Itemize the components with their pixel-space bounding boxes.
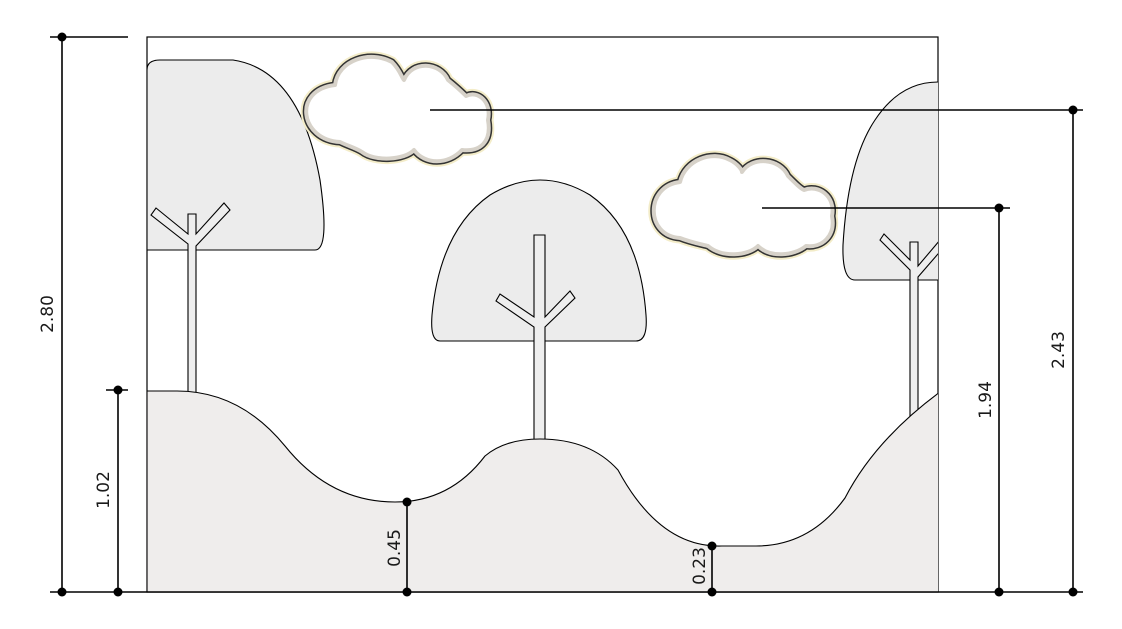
scene (147, 59, 938, 592)
left-hill-height-dimension: 1.02 (94, 385, 128, 597)
second-valley-height-label: 0.23 (690, 547, 710, 585)
second-valley-height-dimension: 0.23 (690, 541, 717, 597)
lower-cloud-height-label: 1.94 (976, 381, 996, 419)
upper-cloud-height-dimension: 2.43 (430, 105, 1083, 597)
upper-cloud-height-label: 2.43 (1049, 331, 1069, 369)
right-tree-trunk (879, 233, 938, 421)
overall-height-dimension: 2.80 (38, 32, 128, 597)
rolling-hills-ground (147, 390, 938, 592)
left-tree-trunk (150, 202, 231, 401)
center-tree-trunk (495, 234, 576, 446)
right-tree-canopy (842, 81, 938, 281)
left-hill-height-label: 1.02 (94, 471, 114, 509)
upper-cloud (300, 51, 495, 167)
lower-cloud (648, 150, 839, 260)
lower-cloud-height-dimension: 1.94 (762, 203, 1010, 597)
first-valley-height-label: 0.45 (385, 529, 405, 567)
center-tree (431, 179, 647, 446)
first-valley-height-dimension: 0.45 (385, 497, 412, 597)
left-tree (147, 59, 325, 401)
overall-height-label: 2.80 (38, 295, 58, 333)
left-tree-canopy (147, 59, 325, 251)
right-tree (842, 81, 938, 421)
